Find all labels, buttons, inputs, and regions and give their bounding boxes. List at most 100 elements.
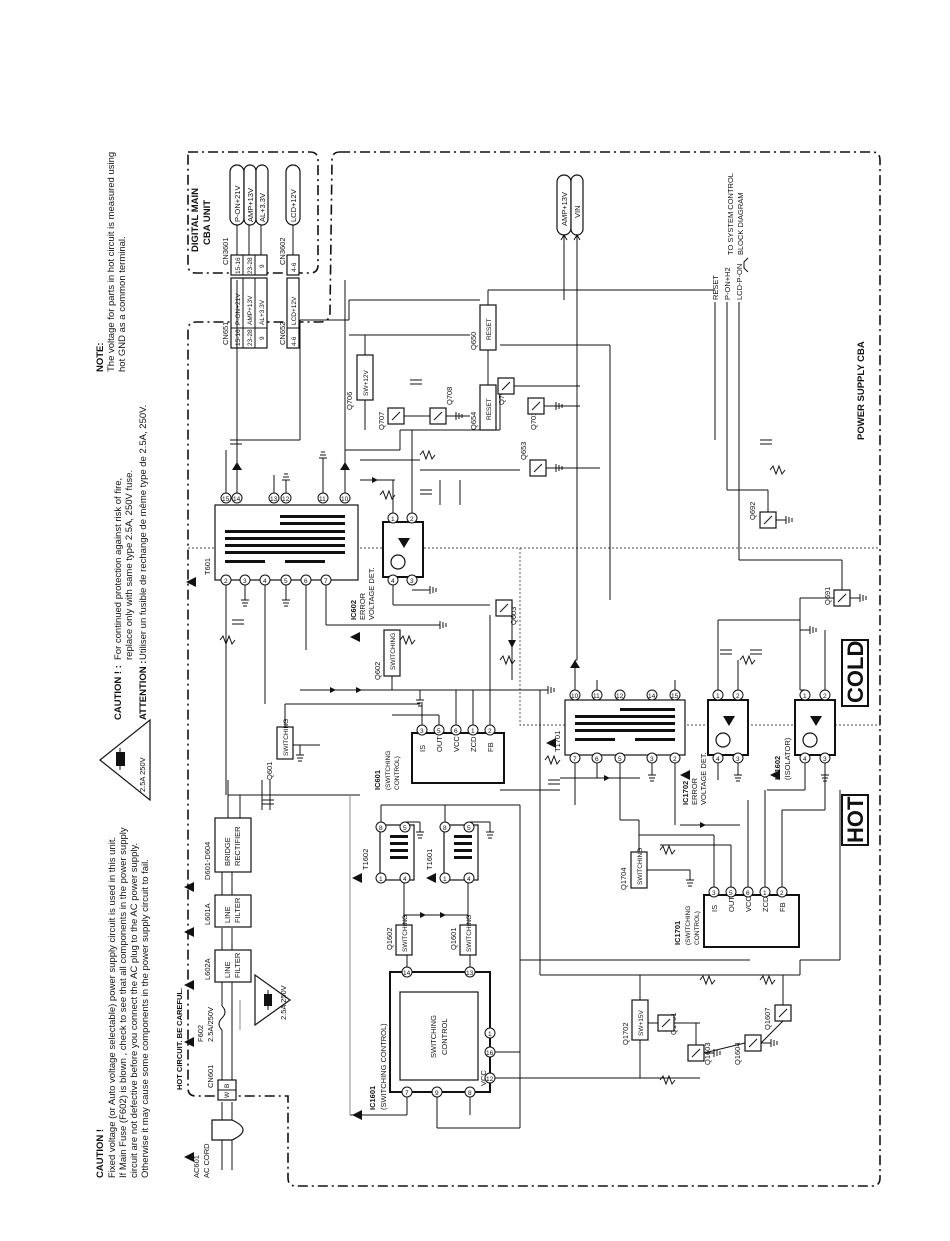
ic1701-label-out: OUT bbox=[727, 896, 736, 912]
t1701-transformer: T1701 7 6 5 3 2 10 11 12 14 15 bbox=[553, 689, 686, 764]
note-line-2: hot GND as a common terminal. bbox=[117, 236, 128, 372]
cn3601-pin-2: 23-28 bbox=[247, 257, 254, 274]
ic1701-pin-5: 5 bbox=[729, 890, 733, 897]
system-control-link: TO SYSTEM CONTROL BLOCK DIAGRAM RESET P-… bbox=[711, 173, 749, 490]
t601-transformer: T601 2 3 4 5 6 7 15 14 13 12 11 10 bbox=[203, 492, 359, 586]
ic1601-inner-1: SWITCHING bbox=[429, 1015, 438, 1058]
ic602-ref: IC602 bbox=[349, 600, 358, 620]
t1701-pin-10: 10 bbox=[571, 693, 579, 700]
q706-ref: Q706 bbox=[345, 392, 354, 410]
q701-transistor: Q701 bbox=[527, 397, 545, 430]
f602-fuse bbox=[218, 1005, 226, 1031]
ic602-pin-2: 2 bbox=[410, 516, 414, 523]
t1602-pin-5: 5 bbox=[403, 825, 407, 832]
q702-transistor: Q702 bbox=[497, 377, 515, 405]
ic1602-pin-1: 1 bbox=[803, 693, 807, 700]
ic1701-pin-1: 1 bbox=[763, 890, 767, 897]
hot-circuit-note: HOT CIRCUIT. BE CAREFUL. bbox=[175, 988, 184, 1090]
cn652-signal: LCD+12V bbox=[291, 296, 298, 325]
q1702-switch: Q1702 SW+15V bbox=[621, 999, 649, 1045]
ic1601-inner-2: CONTROL bbox=[440, 1018, 449, 1055]
dm-output-1: P-ON+21V bbox=[233, 186, 242, 222]
cn601-label: CN601 bbox=[206, 1065, 215, 1088]
d601-line-2: RECTIFIER bbox=[233, 826, 242, 866]
resistor-symbols bbox=[219, 449, 786, 1086]
q1701-transistor: Q1701 bbox=[657, 1012, 678, 1035]
q708-ref: Q708 bbox=[445, 387, 454, 405]
ic1701-ref: IC1701 bbox=[673, 921, 682, 945]
caution-line-1: Fixed voltage (or Auto voltage selectabl… bbox=[107, 837, 118, 1178]
t1701-ref: T1701 bbox=[553, 731, 562, 752]
ic1702-phototransistor-icon bbox=[715, 732, 731, 748]
t1701-pin-11: 11 bbox=[593, 693, 600, 700]
ic601-label-zcd: ZCD bbox=[469, 736, 478, 752]
ic1601-vcc: VCC bbox=[479, 1070, 488, 1086]
q653-ref: Q653 bbox=[519, 442, 528, 460]
q601-ref: Q601 bbox=[265, 762, 274, 780]
ic601-label-is: IS bbox=[418, 745, 427, 752]
sys-signal-reset: RESET bbox=[711, 275, 720, 300]
ic1601-pin-13: 13 bbox=[466, 970, 474, 977]
fuse-warning-label: 2.5A 250V bbox=[138, 757, 147, 792]
t1601-ref: T1601 bbox=[425, 849, 434, 870]
ic1701-role-2: CONTROL) bbox=[694, 911, 701, 945]
ac-plug-icon bbox=[211, 1119, 244, 1141]
bridge-rectifier: D601-D604 BRIDGE RECTIFIER bbox=[203, 817, 252, 880]
q707-ref: Q707 bbox=[377, 412, 386, 430]
q691-transistor: Q691 bbox=[823, 587, 851, 607]
t601-pin-5: 5 bbox=[284, 578, 288, 585]
t1602-pin-8: 8 bbox=[379, 825, 383, 832]
t601-pin-4: 4 bbox=[263, 578, 267, 585]
sys-signal-lcdpon: LCD-P-ON bbox=[735, 264, 744, 300]
q602-ref: Q602 bbox=[373, 662, 382, 680]
fuse-warning-triangle: 2.5A 250V bbox=[99, 718, 151, 802]
t1601-pin-8: 8 bbox=[443, 825, 447, 832]
ic601-label-vcc: VCC bbox=[452, 736, 461, 752]
cn651-connector: CN651 15-16 23-28 9 P-ON+21V AMP+13V AL+… bbox=[221, 277, 268, 349]
safety-mark-icons bbox=[184, 577, 780, 1162]
t1701-pin-6: 6 bbox=[595, 756, 599, 763]
q1704-ref: Q1704 bbox=[619, 867, 628, 890]
ic601: IC601 (SWITCHING CONTROL) IS OUT VCC ZCD… bbox=[373, 724, 505, 790]
t601-pin-15: 15 bbox=[222, 496, 230, 503]
ic601-role-1: (SWITCHING bbox=[385, 751, 392, 790]
caution-fire-line-1: For continued protection against risk of… bbox=[113, 478, 124, 660]
q654-ref: Q654 bbox=[469, 412, 478, 430]
cn652-label: CN652 bbox=[278, 322, 287, 345]
caution-line-3: circuit are not defective before you con… bbox=[129, 843, 140, 1178]
vin-output-label: VIN bbox=[573, 205, 582, 218]
system-control-line-1: TO SYSTEM CONTROL bbox=[726, 173, 735, 255]
note-title: NOTE: bbox=[95, 342, 106, 372]
cn651-pin-2: 23-28 bbox=[247, 329, 254, 346]
ic1701-label-is: IS bbox=[710, 905, 719, 912]
ic1702-pin-2: 2 bbox=[736, 693, 740, 700]
t601-pin-14: 14 bbox=[233, 496, 241, 503]
q1603-ref: Q1603 bbox=[703, 1042, 712, 1065]
ac-cord-name: AC CORD bbox=[202, 1143, 211, 1178]
output-network bbox=[299, 299, 520, 505]
ic1602-isolator: IC1602 (ISOLATOR) 4 3 1 2 bbox=[773, 689, 836, 780]
ic1701-pin-3: 3 bbox=[712, 890, 716, 897]
ic1601-pin-7: 7 bbox=[405, 1090, 409, 1097]
ic602-line-2: VOLTAGE DET. bbox=[367, 567, 376, 620]
cn651-pin-1: 15-16 bbox=[235, 329, 242, 346]
q707-transistor: Q707 bbox=[377, 407, 405, 430]
t601-pin-7: 7 bbox=[324, 578, 328, 585]
l602a-ref: L602A bbox=[203, 958, 212, 980]
ic602-optocoupler: IC602 ERROR VOLTAGE DET. 4 3 1 2 bbox=[349, 512, 424, 620]
t1601-pin-5: 5 bbox=[467, 825, 471, 832]
ic1601-pin-1: 1 bbox=[488, 1031, 492, 1038]
note-line-1: The voltage for parts in hot circuit is … bbox=[106, 152, 117, 372]
digital-main-title-2: CBA UNIT bbox=[202, 200, 213, 245]
amp-output-label: AMP+13V bbox=[560, 192, 569, 226]
line-filter-l602a: L602A LINE FILTER bbox=[203, 949, 252, 983]
ic1701: IC1701 (SWITCHING CONTROL) IS OUT VCC ZC… bbox=[673, 886, 800, 948]
q1702-label: SW+15V bbox=[638, 1010, 645, 1036]
ic1702-pin-4: 4 bbox=[716, 756, 720, 763]
system-control-line-2: BLOCK DIAGRAM bbox=[736, 192, 745, 255]
t1701-pin-7: 7 bbox=[573, 756, 577, 763]
t601-ref: T601 bbox=[203, 558, 212, 575]
ic1701-role-1: (SWITCHING bbox=[685, 906, 692, 945]
q1602-label: SWITCHING bbox=[402, 915, 409, 952]
